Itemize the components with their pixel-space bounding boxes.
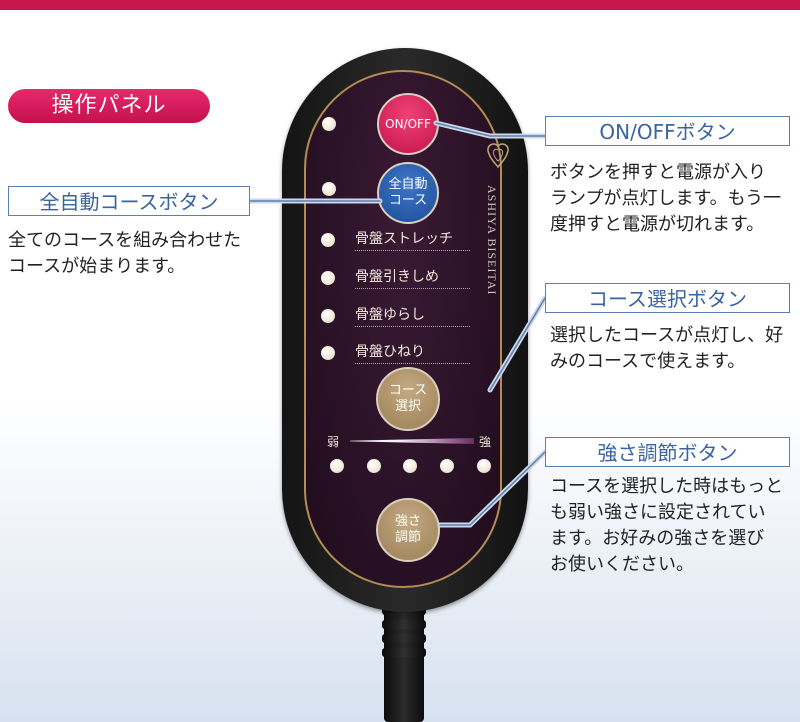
cable-rib bbox=[382, 648, 426, 657]
section-title: 操作パネル bbox=[8, 89, 210, 123]
course-lamp-1 bbox=[321, 233, 335, 247]
strength-button-label-2: 調節 bbox=[394, 530, 421, 545]
strength-lamp-5 bbox=[477, 459, 491, 473]
course-item-tighten: 骨盤引きしめ bbox=[355, 268, 470, 289]
strength-gradient-bar bbox=[350, 438, 474, 444]
desc-line: ランプが点灯します。もう一 bbox=[550, 188, 782, 209]
auto-button-label-1: 全自動 bbox=[388, 177, 428, 192]
onoff-callout-desc: ボタンを押すと電源が入り ランプが点灯します。もう一 度押すと電源が切れます。 bbox=[550, 160, 795, 238]
onoff-callout-title: ON/OFFボタン bbox=[545, 116, 790, 146]
onoff-button-label: ON/OFF bbox=[385, 117, 431, 131]
auto-callout-title: 全自動コースボタン bbox=[8, 186, 250, 216]
strength-lamp-3 bbox=[403, 459, 417, 473]
desc-line: ボタンを押すと電源が入り bbox=[550, 162, 766, 183]
remote-cable bbox=[384, 598, 424, 722]
onoff-button[interactable]: ON/OFF bbox=[377, 93, 439, 155]
brand-logo-icon bbox=[487, 143, 509, 169]
strength-weak-label: 弱 bbox=[327, 435, 340, 449]
course-item-sway: 骨盤ゆらし bbox=[355, 306, 470, 327]
strength-adjust-button[interactable]: 強さ 調節 bbox=[376, 498, 440, 562]
auto-course-button[interactable]: 全自動 コース bbox=[377, 162, 439, 224]
strength-strong-label: 強 bbox=[479, 435, 492, 449]
course-lamp-3 bbox=[321, 309, 335, 323]
onoff-leader bbox=[433, 120, 548, 139]
desc-line: ます。お好みの強さを選び bbox=[550, 528, 765, 549]
auto-lamp bbox=[322, 182, 336, 196]
strength-lamp-4 bbox=[440, 459, 454, 473]
course-button-label-1: コース bbox=[388, 383, 428, 398]
top-accent-bar bbox=[0, 0, 800, 10]
desc-line: 度押すと電源が切れます。 bbox=[550, 214, 765, 235]
strength-lamp-2 bbox=[367, 459, 381, 473]
strength-button-label-1: 強さ bbox=[394, 514, 421, 529]
strength-leader bbox=[437, 449, 548, 528]
cable-rib bbox=[382, 634, 426, 643]
course-item-twist: 骨盤ひねり bbox=[355, 343, 470, 364]
onoff-lamp bbox=[322, 117, 336, 131]
course-lamp-2 bbox=[321, 271, 335, 285]
desc-line: みのコースで使えます。 bbox=[550, 351, 746, 372]
course-lamp-4 bbox=[321, 346, 335, 360]
brand-name: ASHIYA BISEITAI bbox=[485, 185, 499, 296]
desc-line: コースを選択した時はもっと bbox=[550, 476, 784, 497]
desc-line: お使いください。 bbox=[550, 554, 694, 575]
course-callout-title: コース選択ボタン bbox=[545, 283, 790, 313]
desc-line: 全てのコースを組み合わせた bbox=[8, 230, 242, 251]
desc-line: 選択したコースが点灯し、好 bbox=[550, 325, 784, 346]
desc-line: も弱い強さに設定されてい bbox=[550, 502, 766, 523]
strength-lamp-1 bbox=[330, 459, 344, 473]
course-button-label-2: 選択 bbox=[394, 399, 421, 414]
strength-callout-desc: コースを選択した時はもっと も弱い強さに設定されてい ます。お好みの強さを選び … bbox=[550, 474, 798, 578]
course-select-button[interactable]: コース 選択 bbox=[376, 367, 440, 431]
cable-rib bbox=[382, 620, 426, 629]
course-callout-desc: 選択したコースが点灯し、好 みのコースで使えます。 bbox=[550, 323, 795, 375]
strength-callout-title: 強さ調節ボタン bbox=[545, 437, 790, 467]
course-item-stretch: 骨盤ストレッチ bbox=[355, 230, 470, 251]
auto-button-label-2: コース bbox=[388, 193, 428, 208]
desc-line: コースが始まります。 bbox=[8, 256, 186, 277]
auto-callout-desc: 全てのコースを組み合わせた コースが始まります。 bbox=[8, 228, 273, 280]
